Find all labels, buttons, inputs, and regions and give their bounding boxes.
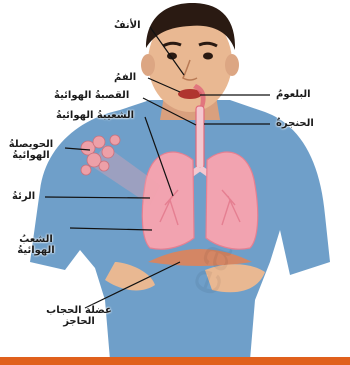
- trachea-label: القصبةُ الهوائيةُ: [54, 90, 129, 101]
- alveoli-label: الحويصلةُ الهوائيةُ: [2, 139, 60, 161]
- larynx-label: الحنجرةُ: [276, 118, 314, 129]
- nose-label: الأنفُ: [114, 20, 141, 31]
- bottom-color-bar: [0, 357, 350, 365]
- lung-label: الرئةُ: [12, 191, 35, 202]
- mouth-label: الفمُ: [114, 72, 136, 83]
- right-ear: [225, 54, 239, 76]
- bronchi-label: الشعبُ الهوائيةُ: [10, 234, 62, 256]
- right-eye: [203, 53, 213, 60]
- left-ear: [141, 54, 155, 76]
- trachea-shape: [196, 106, 204, 168]
- diaphragm-label: عضلة الحجاب الحاجز: [44, 305, 114, 327]
- bronchiole-label: الشعيبةُ الهوائيةُ: [56, 110, 134, 121]
- pharynx-label: البلعومُ: [276, 89, 311, 100]
